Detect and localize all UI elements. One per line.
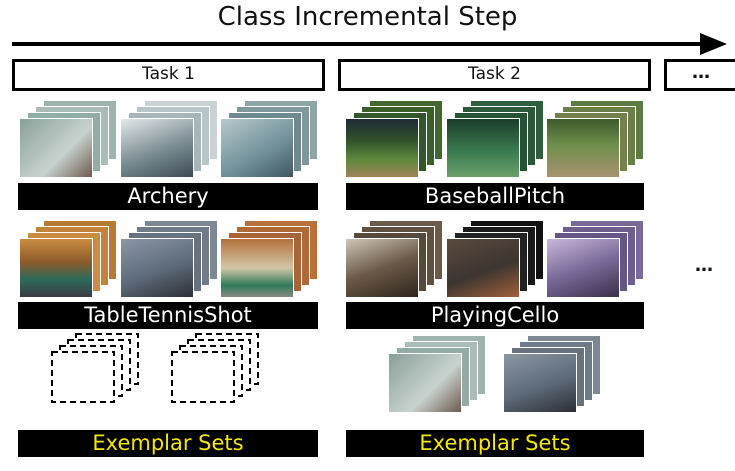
task-2-label: Task 2 bbox=[468, 64, 521, 84]
class-label-archery: Archery bbox=[18, 183, 318, 210]
task-1-box: Task 1 bbox=[12, 59, 325, 91]
cello-clip-3 bbox=[546, 220, 646, 300]
more-tasks-ellipsis: … bbox=[692, 62, 710, 83]
class-label-tabletennisshot: TableTennisShot bbox=[18, 302, 318, 329]
exemplar-archery-clip bbox=[388, 335, 488, 415]
tabletennis-clip-3 bbox=[220, 220, 320, 300]
baseball-clip-2 bbox=[446, 100, 546, 180]
cello-clip-1 bbox=[345, 220, 445, 300]
empty-exemplar-stack-2 bbox=[171, 333, 259, 403]
exemplar-sets-label-task2: Exemplar Sets bbox=[346, 430, 644, 457]
diagram-title: Class Incremental Step bbox=[217, 2, 518, 32]
tabletennis-clip-1 bbox=[19, 220, 119, 300]
task-1-label: Task 1 bbox=[142, 64, 195, 84]
baseball-clip-3 bbox=[546, 100, 646, 180]
exemplar-sets-label-task1: Exemplar Sets bbox=[18, 430, 318, 457]
baseball-clip-1 bbox=[345, 100, 445, 180]
exemplar-tabletennis-clip bbox=[503, 335, 603, 415]
class-label-playingcello: PlayingCello bbox=[346, 302, 644, 329]
archery-clip-1 bbox=[19, 100, 119, 180]
cello-clip-2 bbox=[446, 220, 546, 300]
more-classes-ellipsis: … bbox=[695, 255, 713, 276]
task-2-box: Task 2 bbox=[338, 59, 651, 91]
class-label-baseballpitch: BaseballPitch bbox=[346, 183, 644, 210]
archery-clip-2 bbox=[120, 100, 220, 180]
more-tasks-box: … bbox=[664, 59, 735, 91]
empty-exemplar-stack-1 bbox=[51, 333, 139, 403]
archery-clip-3 bbox=[220, 100, 320, 180]
tabletennis-clip-2 bbox=[120, 220, 220, 300]
